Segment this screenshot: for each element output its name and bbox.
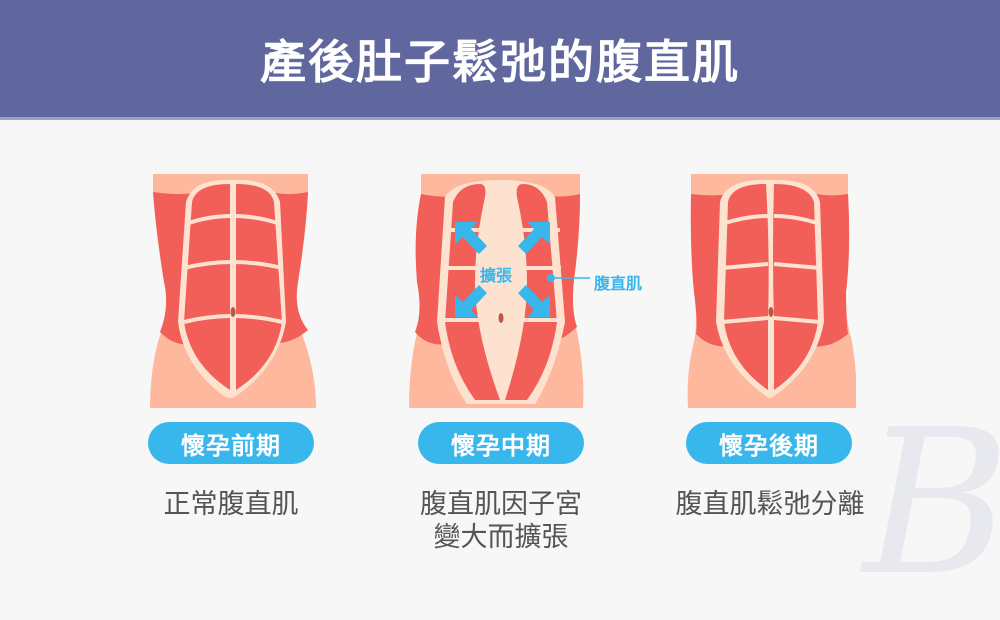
stage-description-mid: 腹直肌因子宮 變大而擴張	[420, 489, 582, 553]
brand-watermark-logo: B	[863, 387, 1000, 620]
stage-description-late: 腹直肌鬆弛分離	[675, 489, 865, 520]
expansion-arrows-icon	[455, 222, 550, 317]
rectus-muscle-label: 腹直肌	[594, 274, 643, 293]
page-title: 產後肚子鬆弛的腹直肌	[260, 34, 740, 89]
torso-expanding-illustration	[409, 174, 590, 408]
expansion-label: 擴張	[480, 266, 513, 285]
torso-normal-illustration	[150, 174, 316, 408]
title-banner: 產後肚子鬆弛的腹直肌	[0, 0, 1000, 120]
torso-separated-illustration	[687, 174, 856, 408]
stage-badge-late: 懷孕後期	[686, 422, 852, 464]
stage-description-early: 正常腹直肌	[163, 489, 299, 520]
stage-badge-early: 懷孕前期	[148, 422, 314, 464]
stage-badge-mid: 懷孕中期	[418, 422, 584, 464]
